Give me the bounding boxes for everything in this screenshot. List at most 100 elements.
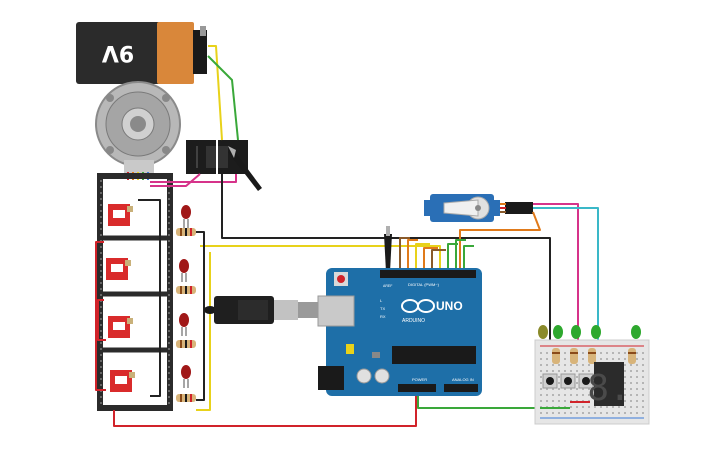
breadboard-hole: [642, 358, 644, 360]
analog-header: [444, 384, 478, 392]
reset-button[interactable]: [337, 275, 345, 283]
breadboard-hole: [582, 406, 584, 408]
breadboard-hole: [636, 412, 638, 414]
breadboard-hole: [558, 412, 560, 414]
led-red-4[interactable]: [181, 365, 191, 388]
breadboard-hole: [642, 352, 644, 354]
usb-cable-icon[interactable]: [204, 296, 320, 324]
resistor-bb-3[interactable]: [588, 348, 596, 364]
slide-switch-1[interactable]: [108, 204, 133, 226]
header-pin: [100, 360, 102, 362]
breadboard-hole: [582, 352, 584, 354]
breadboard-hole: [582, 394, 584, 396]
header-pin: [100, 246, 102, 248]
header-pin: [168, 342, 170, 344]
led-green-4[interactable]: [631, 325, 641, 339]
resistor-left-3[interactable]: [176, 340, 196, 348]
breadboard-hole: [630, 388, 632, 390]
breadboard-hole: [570, 370, 572, 372]
arduino-uno[interactable]: UNO ARDUINO DIGITAL (PWM~) AREF TX RX L …: [317, 268, 482, 396]
led-green-1[interactable]: [553, 325, 563, 339]
header-pin: [100, 282, 102, 284]
battery-label: 9V: [102, 40, 134, 65]
header-pin: [100, 330, 102, 332]
seven-segment-digit: 8.: [587, 368, 630, 409]
header-pin: [100, 222, 102, 224]
breadboard-hole: [558, 400, 560, 402]
resistor-left-1[interactable]: [176, 228, 196, 236]
breadboard-hole: [624, 394, 626, 396]
pushbutton-2[interactable]: [560, 373, 576, 389]
led-l-label: L: [380, 298, 383, 303]
breadboard-hole: [624, 400, 626, 402]
breadboard-hole: [624, 364, 626, 366]
header-pin: [168, 348, 170, 350]
breadboard-hole: [618, 406, 620, 408]
resistor-left-4[interactable]: [176, 394, 196, 402]
resistor-bb-2[interactable]: [570, 348, 578, 364]
breadboard-hole: [546, 400, 548, 402]
resistor-bb-4[interactable]: [628, 348, 636, 364]
header-pin: [168, 330, 170, 332]
breadboard-hole: [540, 370, 542, 372]
breadboard-hole: [564, 388, 566, 390]
battery-9v[interactable]: 9V: [76, 22, 207, 84]
led-red-1[interactable]: [181, 205, 191, 228]
breadboard-hole: [582, 364, 584, 366]
header-pin: [168, 192, 170, 194]
resistor-bb-1[interactable]: [552, 348, 560, 364]
servo-motor[interactable]: [424, 194, 533, 222]
breadboard-hole: [618, 412, 620, 414]
slide-switch-3[interactable]: [108, 316, 133, 338]
breadboard-hole: [624, 352, 626, 354]
breadboard-hole: [564, 352, 566, 354]
resistor-left-2[interactable]: [176, 286, 196, 294]
arduino-logo: [401, 299, 435, 313]
header-pin: [168, 402, 170, 404]
led-red-3[interactable]: [179, 313, 189, 336]
led-green-3[interactable]: [591, 325, 601, 339]
header-pin: [168, 270, 170, 272]
breadboard-hole: [540, 352, 542, 354]
relay-module-left[interactable]: [186, 140, 216, 174]
seven-segment-display[interactable]: 8.: [587, 362, 631, 409]
breadboard-hole: [582, 370, 584, 372]
dc-motor[interactable]: [95, 81, 181, 174]
led-green-2[interactable]: [571, 325, 581, 339]
header-pin: [100, 354, 102, 356]
header-pin: [168, 306, 170, 308]
wire-servo-magenta: [533, 203, 579, 340]
header-pin: [100, 336, 102, 338]
breadboard-hole: [576, 382, 578, 384]
alligator-clip-icon[interactable]: [228, 146, 262, 191]
header-pin: [100, 294, 102, 296]
breadboard-hole: [570, 364, 572, 366]
breadboard-hole: [630, 364, 632, 366]
wire-red-bottom: [113, 392, 417, 427]
header-pin: [100, 198, 102, 200]
wire-motor-magenta-1: [150, 173, 201, 187]
header-pin: [100, 288, 102, 290]
breadboard-hole: [576, 388, 578, 390]
arduino-model: UNO: [436, 299, 463, 313]
breadboard-hole: [582, 412, 584, 414]
slide-switch-2[interactable]: [106, 258, 131, 280]
header-pin: [100, 258, 102, 260]
header-pin: [100, 312, 102, 314]
header-pin: [100, 180, 102, 182]
breadboard-hole: [588, 394, 590, 396]
breadboard-hole: [636, 370, 638, 372]
breadboard-hole: [642, 370, 644, 372]
led-olive[interactable]: [538, 325, 548, 339]
header-pin: [168, 228, 170, 230]
pushbutton-1[interactable]: [542, 373, 558, 389]
pushbutton-3[interactable]: [578, 373, 594, 389]
breadboard-hole: [630, 412, 632, 414]
alligator-clip-arduino[interactable]: [384, 226, 392, 272]
breadboard-hole: [576, 406, 578, 408]
breadboard-hole: [546, 412, 548, 414]
header-pin: [168, 282, 170, 284]
led-red-2[interactable]: [179, 259, 189, 282]
slide-switch-4[interactable]: [110, 370, 135, 392]
